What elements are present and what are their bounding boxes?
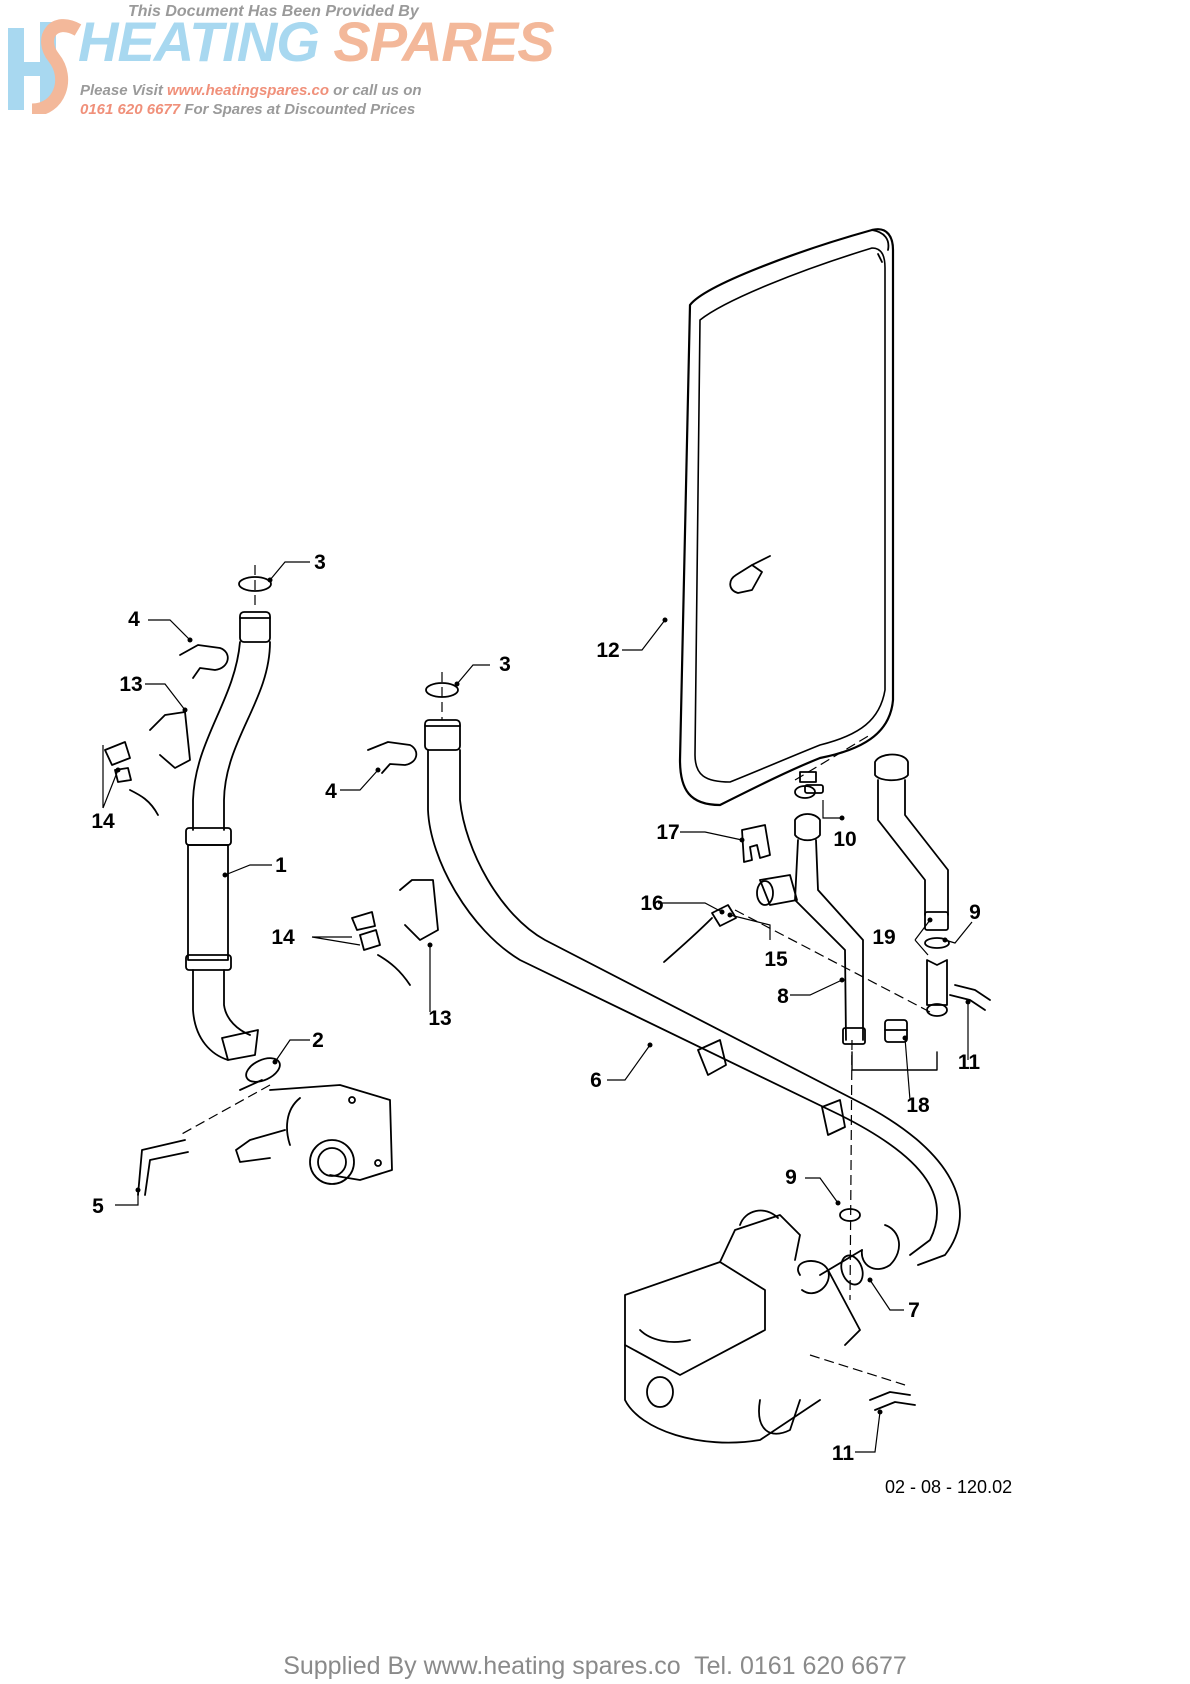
callout-14a: 14 <box>91 810 115 833</box>
callout-6: 6 <box>590 1069 602 1092</box>
clip-11a <box>950 985 990 1010</box>
callout-13a: 13 <box>119 673 142 696</box>
callout-11a: 11 <box>958 1051 981 1074</box>
callout-3b: 3 <box>499 653 511 676</box>
pipe-6 <box>425 720 960 1265</box>
pipe-19 <box>875 755 949 1017</box>
callout-2: 2 <box>312 1029 324 1052</box>
clip-4a <box>180 645 228 678</box>
callout-1: 1 <box>275 854 287 877</box>
sensor-14a <box>105 742 158 815</box>
clip-11b <box>870 1392 915 1410</box>
footer-supplied-by: Supplied By www.heating spares.co Tel. 0… <box>0 1652 1190 1681</box>
callout-9a: 9 <box>969 901 981 924</box>
callout-4b: 4 <box>325 780 337 803</box>
pump-assembly <box>625 1211 899 1443</box>
callout-15: 15 <box>764 948 788 971</box>
pipe-1 <box>186 612 270 1060</box>
clip-4b <box>368 742 416 773</box>
callout-4a: 4 <box>128 608 140 631</box>
callout-12: 12 <box>596 639 619 662</box>
sensor-14b <box>352 912 410 985</box>
drawing-number: 02 - 08 - 120.02 <box>885 1477 1012 1497</box>
callout-19: 19 <box>872 926 895 949</box>
pipe-8 <box>757 785 865 1044</box>
bracket-17 <box>742 825 770 862</box>
callout-5: 5 <box>92 1195 104 1218</box>
callout-18: 18 <box>906 1094 930 1117</box>
callout-11b: 11 <box>832 1442 855 1465</box>
callout-3a: 3 <box>314 551 326 574</box>
sensor-16 <box>664 905 736 962</box>
valve-fitting <box>236 1080 392 1184</box>
callout-10: 10 <box>833 828 856 851</box>
callout-8: 8 <box>777 985 789 1008</box>
expansion-vessel <box>680 229 893 805</box>
clip-5 <box>138 1140 188 1195</box>
clip-13a <box>150 712 190 768</box>
o-ring-9b <box>840 1209 860 1221</box>
callout-9b: 9 <box>785 1166 797 1189</box>
callout-17: 17 <box>656 821 679 844</box>
clip-13b <box>400 880 438 940</box>
callout-14b: 14 <box>271 926 295 949</box>
callout-16: 16 <box>640 892 663 915</box>
callout-13b: 13 <box>428 1007 451 1030</box>
callout-7: 7 <box>908 1299 920 1322</box>
